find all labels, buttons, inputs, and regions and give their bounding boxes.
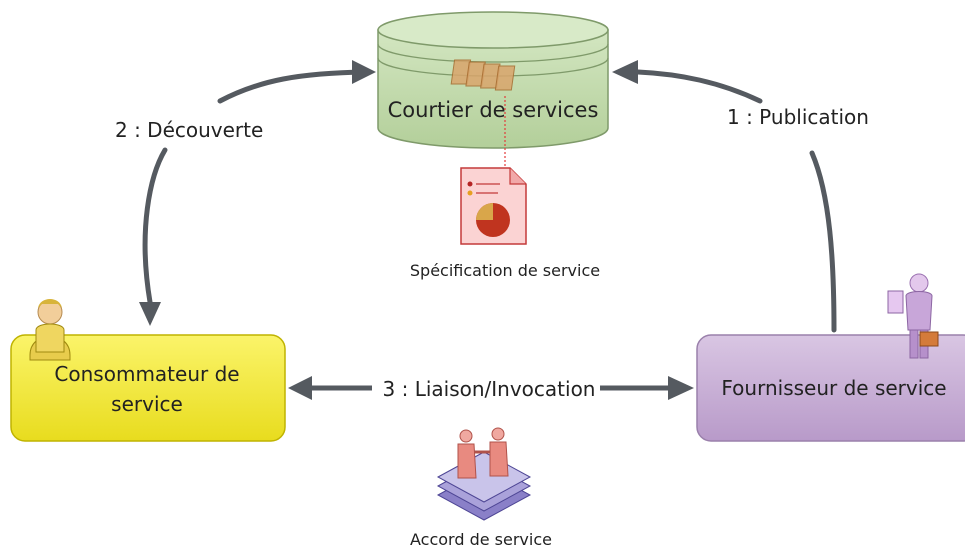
consumer-person-icon bbox=[29, 299, 71, 361]
publication-arrow bbox=[635, 69, 837, 333]
service-cards-icon bbox=[450, 59, 516, 91]
discovery-label: 2 : Découverte bbox=[115, 118, 263, 142]
consumer-label-line2: service bbox=[111, 392, 183, 416]
provider-person-icon bbox=[887, 273, 939, 359]
discovery-arrowhead-top bbox=[352, 60, 376, 84]
provider-label: Fournisseur de service bbox=[721, 376, 946, 400]
binding-arrowhead-left bbox=[288, 376, 312, 400]
broker-database bbox=[377, 11, 609, 149]
publication-arrowhead bbox=[612, 60, 638, 84]
publication-label: 1 : Publication bbox=[727, 105, 869, 129]
discovery-arrowhead-bottom bbox=[139, 302, 161, 326]
consumer-label-line1: Consommateur de bbox=[54, 362, 239, 386]
provider-box bbox=[696, 334, 965, 442]
binding-label: 3 : Liaison/Invocation bbox=[383, 377, 596, 401]
agreement-label: Accord de service bbox=[410, 530, 552, 549]
document-chart-icon bbox=[460, 167, 527, 245]
discovery-arrow bbox=[142, 69, 369, 305]
handshake-icon bbox=[436, 427, 532, 521]
specification-label: Spécification de service bbox=[410, 261, 600, 280]
consumer-box bbox=[10, 334, 286, 442]
broker-label: Courtier de services bbox=[388, 98, 599, 122]
binding-arrowhead-right bbox=[668, 376, 694, 400]
